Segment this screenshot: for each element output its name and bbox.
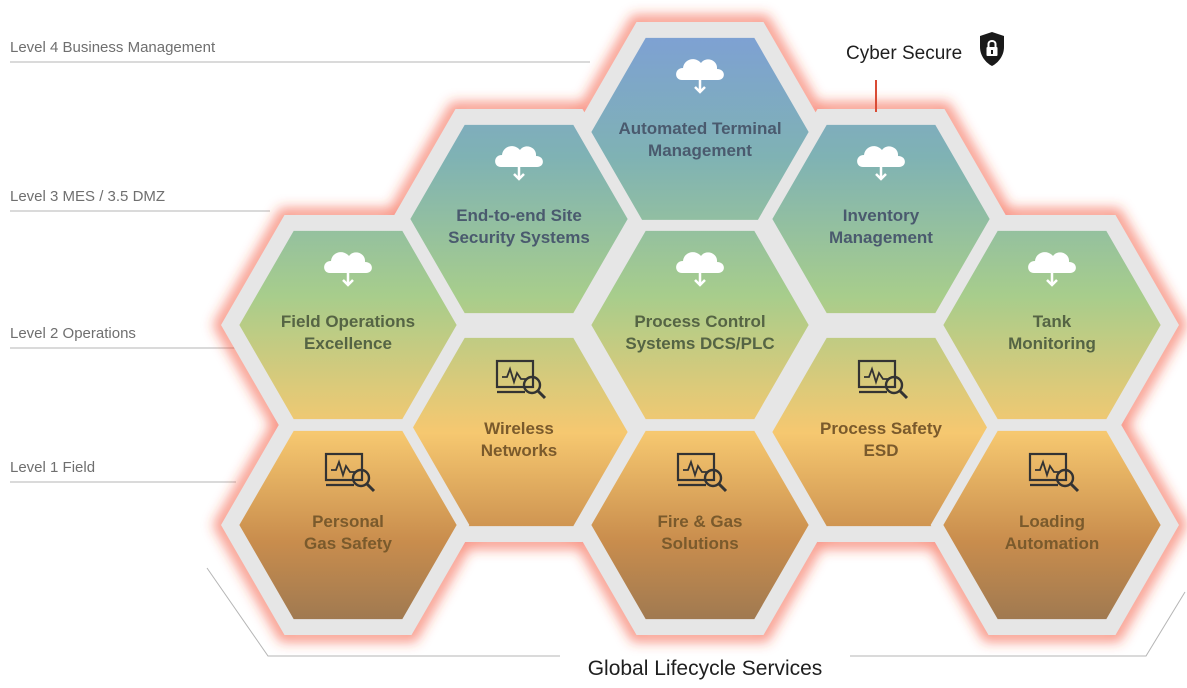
hex-title-line: Management [829,228,933,247]
global-lifecycle-label: Global Lifecycle Services [588,657,823,680]
monitor-search-icon [324,452,376,493]
hex-title-line: ESD [864,441,899,460]
cloud-icon [676,252,724,287]
lock-shield-icon [980,32,1004,66]
hex-title-line: Networks [481,441,558,460]
hex-cell-shape [930,419,1174,631]
hex-title-line: End-to-end Site [456,206,582,225]
level-1-label: Level 1 Field [10,459,95,476]
cyber-secure-callout: Cyber Secure [846,32,1004,112]
monitor-search-icon [676,452,728,493]
monitor-search-icon [495,359,547,400]
hex-title-line: Wireless [484,419,554,438]
hex-title-line: Monitoring [1008,334,1096,353]
cloud-icon [676,59,724,94]
cloud-icon [495,146,543,181]
cloud-icon [857,146,905,181]
hex-title-line: Field Operations [281,312,415,331]
hex-title-line: Personal [312,512,384,531]
hex-title-line: Tank [1033,312,1072,331]
cyber-secure-label: Cyber Secure [846,43,962,64]
hex-cell-shape [397,113,641,325]
hex-title-line: Automated Terminal [618,119,781,138]
level-2-label: Level 2 Operations [10,325,136,342]
hex-title-line: Automation [1005,534,1099,553]
hex-title-line: Security Systems [448,228,590,247]
hex-title-line: Process Control [634,312,765,331]
monitor-search-icon [857,359,909,400]
hex-title-line: Fire & Gas [657,512,742,531]
hex-title-line: Systems DCS/PLC [625,334,774,353]
level-4-label: Level 4 Business Management [10,39,216,56]
hex-cell-shape [226,419,470,631]
level-labels: Level 4 Business Management Level 3 MES … [10,39,590,483]
hex-title-line: Process Safety [820,419,942,438]
level-3-label: Level 3 MES / 3.5 DMZ [10,188,165,205]
cloud-icon [1028,252,1076,287]
hex-title-line: Inventory [843,206,920,225]
hex-title-line: Loading [1019,512,1085,531]
hex-title-line: Management [648,141,752,160]
cloud-icon [324,252,372,287]
hex-cell-shape [578,419,822,631]
hex-title-line: Gas Safety [304,534,392,553]
global-lifecycle-bracket: Global Lifecycle Services [206,567,1186,680]
monitor-search-icon [1028,452,1080,493]
hex-title-line: Excellence [304,334,392,353]
hex-title-line: Solutions [661,534,738,553]
